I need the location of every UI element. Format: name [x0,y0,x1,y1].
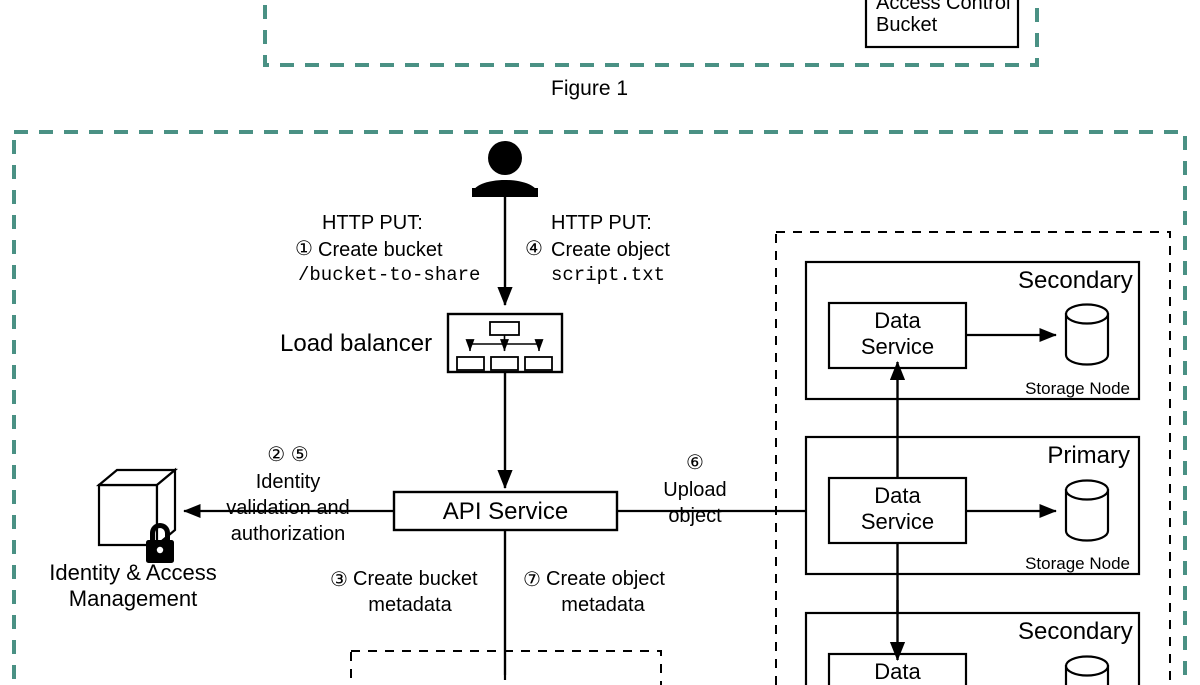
data-service-label-primary-line1: Data [829,483,966,509]
object-metadata-label-line2: metadata [523,594,683,618]
request-left-step-number: ① [295,239,313,259]
auth-flow-label-line1: Identity [208,471,368,495]
load-balancer-label: Load balancer [280,330,432,358]
bucket-metadata-label-line2: metadata [330,594,490,618]
request-left-path: /bucket-to-share [298,264,480,286]
auth-flow-label-line3: authorization [208,523,368,547]
database-cylinder-icon-primary [1066,481,1108,541]
access-control-bucket-label-line2: Bucket [876,14,937,38]
bucket-metadata-step-number: ③ [330,570,348,590]
bucket-metadata-label-line1: Create bucket [353,568,478,592]
data-service-label-secondary-top-line1: Data [829,308,966,334]
request-left-protocol: HTTP PUT: [322,212,423,236]
figure-caption: Figure 1 [551,77,751,102]
iam-label-line1: Identity & Access [33,560,233,586]
storage-node-role-secondary-top: Secondary [1018,267,1130,295]
upload-flow-label-line2: object [655,505,735,529]
request-right-step-number: ④ [525,239,543,259]
data-service-label-primary-line2: Service [829,509,966,535]
auth-flow-step-numbers: ② ⑤ [208,444,368,468]
storage-node-footer-primary: Storage Node [1018,554,1130,574]
data-service-label-secondary-top-line2: Service [829,334,966,360]
storage-node-footer-secondary-top: Storage Node [1018,379,1130,399]
database-cylinder-icon-secondary-bottom [1066,657,1108,685]
request-right-action: Create object [551,239,670,263]
api-service-label: API Service [394,498,617,526]
auth-flow-label-line2: validation and [196,497,380,521]
storage-node-role-primary: Primary [1018,442,1130,470]
request-right-path: script.txt [551,264,665,286]
database-cylinder-icon-secondary-top [1066,305,1108,365]
user-actor-icon [472,141,538,197]
iam-label-line2: Management [33,586,233,612]
object-metadata-step-number: ⑦ [523,570,541,590]
upload-flow-step-number: ⑥ [655,452,735,476]
request-left-action: Create bucket [318,239,443,263]
object-metadata-label-line1: Create object [546,568,665,592]
request-right-protocol: HTTP PUT: [551,212,652,236]
storage-node-role-secondary-bottom: Secondary [1018,618,1130,646]
upload-flow-label-line1: Upload [655,479,735,503]
iam-cube-icon [99,470,175,545]
data-service-label-secondary-bottom-line1: Data [829,659,966,685]
